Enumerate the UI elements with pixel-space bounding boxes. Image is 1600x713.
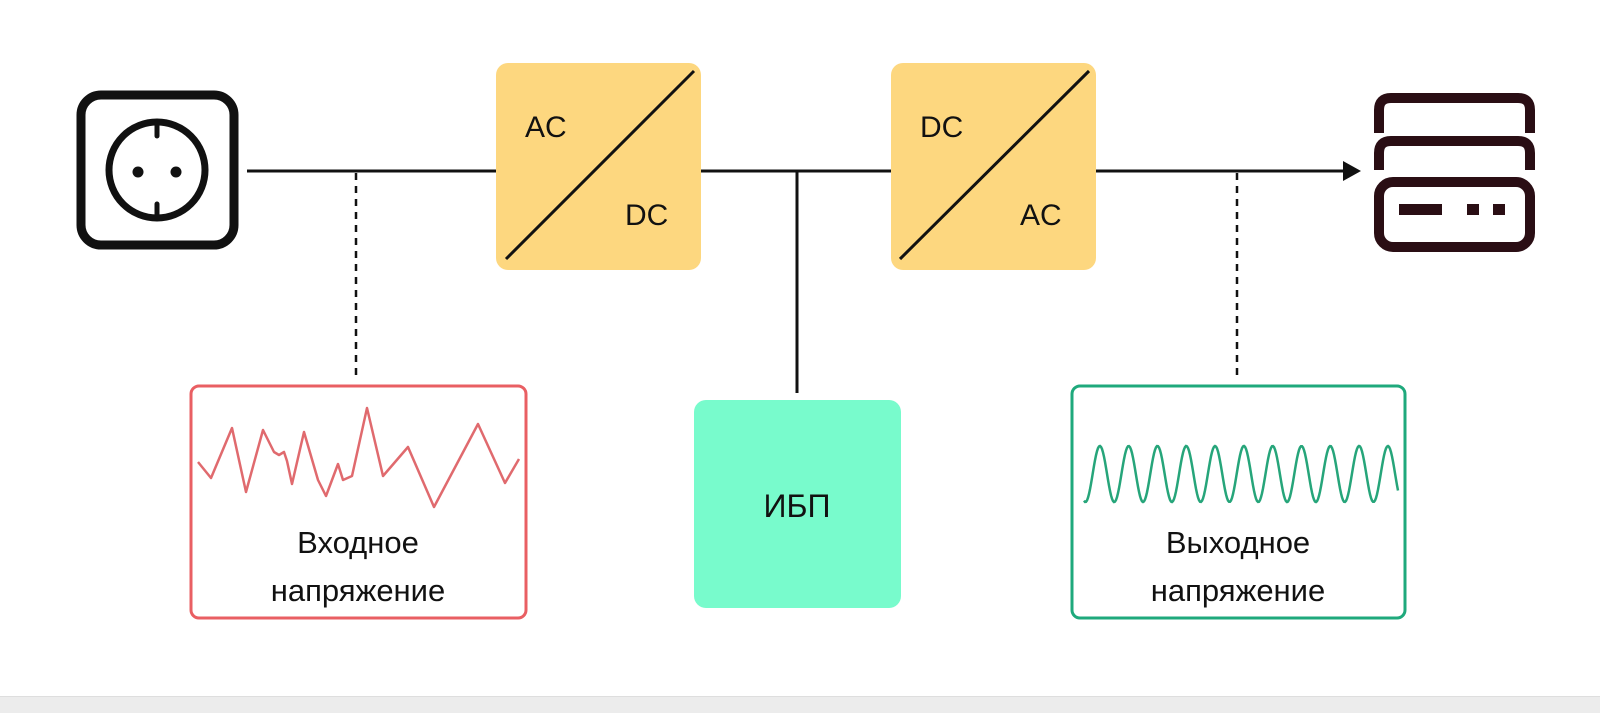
input-waveform [197,406,521,509]
ups-label: ИБП [764,488,831,524]
input-caption-line1: Входное [297,525,419,560]
output-caption-line2: напряжение [1151,573,1325,608]
ups-diagram: AC DC DC AC ИБП Входное напряжение Выход… [76,63,1535,620]
output-caption-line1: Выходное [1166,525,1310,560]
power-socket-icon [76,90,239,250]
inverter-input-label: DC [920,111,963,144]
rectifier-output-label: DC [625,199,668,232]
rectifier-input-label: AC [525,111,567,144]
inverter-block: DC AC [891,63,1096,270]
output-voltage-panel: Выходное напряжение [1070,384,1407,620]
output-waveform [1083,444,1400,504]
inverter-output-label: AC [1020,199,1062,232]
bottom-band [0,696,1600,713]
input-caption-line2: напряжение [271,573,445,608]
ups-block: ИБП [694,400,901,608]
server-stack-icon [1374,93,1535,252]
arrow-head-icon [1343,161,1361,181]
input-voltage-panel: Входное напряжение [189,384,528,620]
rectifier-block: AC DC [496,63,701,270]
